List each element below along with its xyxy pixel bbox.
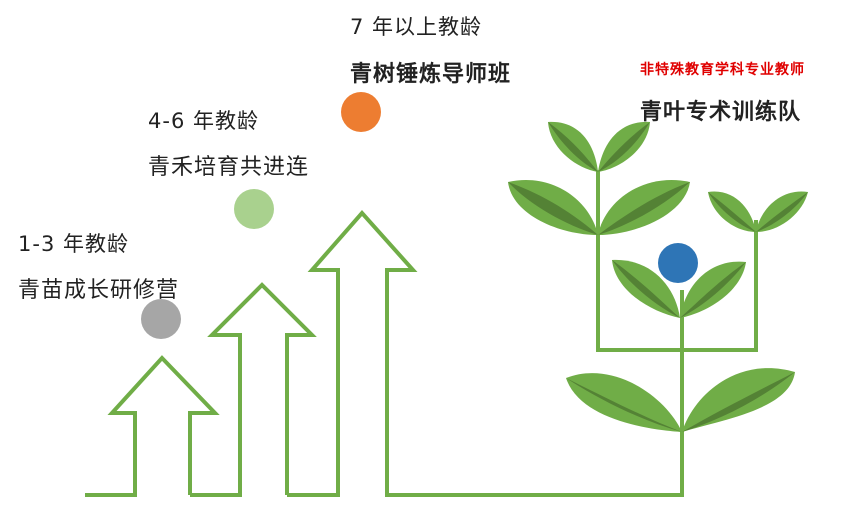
leaves (508, 122, 808, 432)
stage-2-years: 4-6 年教龄 (148, 105, 259, 135)
step-arrow-3 (287, 213, 682, 495)
stage-2-dot (234, 189, 274, 229)
stage-3-years: 7 年以上教龄 (350, 11, 482, 41)
special-dot (658, 243, 698, 283)
step-arrow-1 (85, 358, 215, 495)
stage-3-program: 青树锤炼导师班 (350, 56, 511, 88)
step-arrow-2 (190, 285, 312, 495)
leaf (566, 373, 682, 432)
special-program: 青叶专术训练队 (640, 94, 801, 126)
stage-1-years: 1-3 年教龄 (18, 228, 129, 258)
stage-1-program: 青苗成长研修营 (18, 272, 179, 304)
special-note: 非特殊教育学科专业教师 (640, 59, 805, 79)
stage-2-program: 青禾培育共进连 (148, 149, 309, 181)
stage-3-dot (341, 92, 381, 132)
stage-1-dot (141, 299, 181, 339)
